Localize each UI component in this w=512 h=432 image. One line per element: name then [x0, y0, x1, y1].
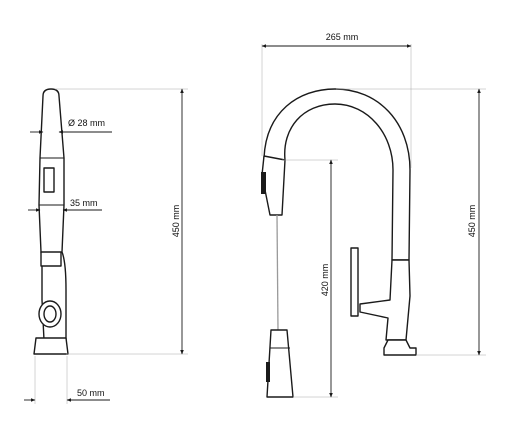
side-spray-button [43, 167, 55, 193]
front-pulled-spray-button [266, 362, 270, 382]
side-view: 450 mm Ø 28 mm 35 mm 50 mm [24, 88, 188, 404]
front-hose [276, 214, 279, 331]
front-view: 265 mm 420 mm 450 mm [261, 32, 486, 398]
side-neck-label: 35 mm [70, 198, 98, 208]
front-reach-label: 265 mm [326, 32, 359, 42]
side-base-label: 50 mm [77, 388, 105, 398]
front-valve-body [359, 259, 411, 341]
front-base [383, 339, 417, 356]
side-height-label: 450 mm [171, 205, 181, 238]
front-pulled-spray-head [266, 329, 294, 398]
front-spray-head [261, 155, 286, 216]
side-diameter-label: Ø 28 mm [68, 118, 105, 128]
side-base [33, 337, 69, 355]
side-lever-top [40, 251, 62, 267]
front-spout [263, 88, 411, 261]
front-lever [350, 247, 359, 317]
side-valve-inner [43, 305, 57, 323]
front-pullout-label: 420 mm [320, 264, 330, 297]
front-spray-button [261, 172, 266, 194]
front-height-label: 450 mm [467, 205, 477, 238]
